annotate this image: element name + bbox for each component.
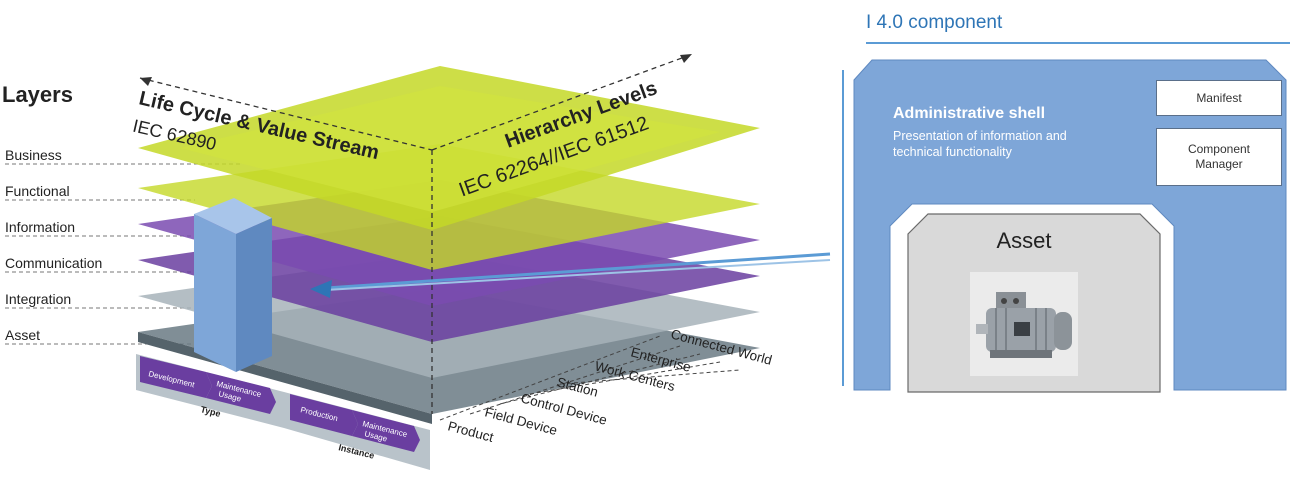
layer-label-functional: Functional [5,183,70,199]
layer-slabs [138,66,760,424]
chevron-type-maintenance [206,372,276,414]
chevron-production [290,394,358,436]
layer-guides [5,163,240,345]
admin-shell-title: Administrative shell [893,105,1046,122]
link-arrow [310,252,831,298]
layer-label-integration: Integration [5,291,71,307]
life-cycle-band [136,354,430,470]
slab-business-inner [180,86,720,212]
component-manager-box: Component Manager [1156,128,1282,186]
layer-labels: Business Functional Information Communic… [5,147,102,343]
type-label: Type [200,404,222,419]
admin-shell-subtitle: Presentation of information and technica… [893,129,1067,159]
hierarchy-guides [439,335,741,421]
asset-label: Asset [996,228,1052,253]
manifest-box: Manifest [1156,80,1282,116]
axis-arrow-hierarchy [680,54,692,63]
i40-left-rule [842,70,844,386]
layer-label-asset: Asset [5,327,40,343]
i40-component-title: I 4.0 component [866,12,1003,33]
manifest-label: Manifest [1196,90,1242,105]
component-pillar [194,198,272,372]
axis-arrow-life-cycle [140,77,152,86]
i40-title-rule [866,42,1290,44]
chevron-development [140,356,212,398]
hierarchy-product: Product [446,418,495,445]
layer-label-communication: Communication [5,255,102,271]
layer-label-business: Business [5,147,62,163]
layers-heading: Layers [2,82,73,107]
electric-motor-icon [970,272,1078,376]
chevron-instance-maintenance [352,410,420,452]
component-manager-label: Component Manager [1187,142,1251,171]
layer-label-information: Information [5,219,75,235]
axis-lines [139,54,691,414]
